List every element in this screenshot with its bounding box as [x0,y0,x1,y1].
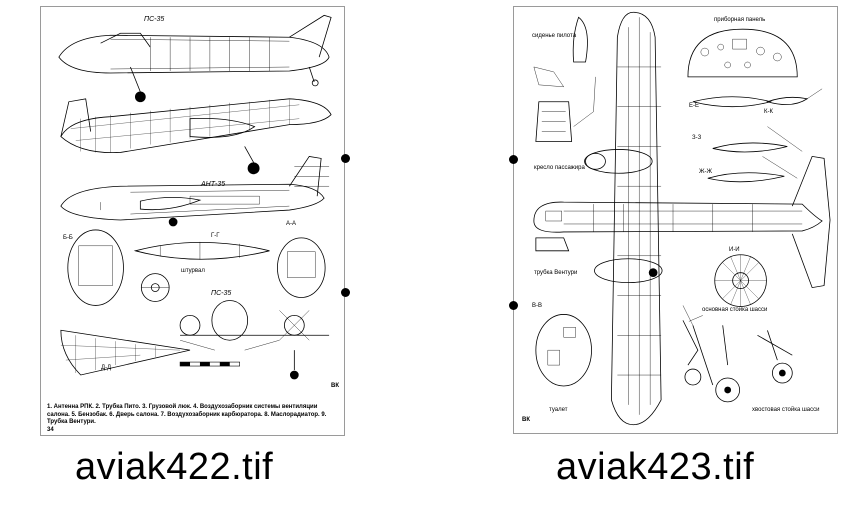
technical-drawing-plan-view [533,11,831,426]
main-gear-drawing [682,305,741,403]
label-section-kk: К-К [764,109,773,115]
section-ee-drawing [692,96,772,108]
label-section-aa: А-А [286,221,297,227]
label-passenger-seat: кресло пассажира [534,165,585,171]
section-bb [67,229,124,306]
section-aa [277,237,326,298]
engine-nacelle-right [594,258,663,284]
venturi-tube-drawing [535,237,570,252]
binder-hole [341,154,350,163]
section-gg [133,241,270,260]
label-toilet: туалет [549,407,568,413]
instrument-panel-drawing [687,28,798,78]
label-section-ee: Е-Е [689,103,700,109]
technical-drawing-ps35 [58,14,332,380]
gear-detail-drawing [682,320,702,386]
label-section-zhzh: Ж-Ж [699,169,713,175]
aircraft-side-view-structure [60,98,332,154]
filename-label-left[interactable]: aviak422.tif [75,446,274,488]
label-ant35: АНТ-35 [201,181,226,188]
binder-hole [341,288,350,297]
label-venturi-tube: трубка Вентури [534,270,578,276]
label-main-gear: основная стойка шасси [702,307,768,313]
passenger-seat-drawing [535,76,596,142]
label-section-dd: Д-Д [101,365,112,371]
label-pilot-seat: сиденье пилота [532,33,577,39]
label-instrument-panel: приборная панель [714,17,766,23]
label-shturval: штурвал [181,268,205,274]
label-ps35-top: ПС-35 [144,16,165,23]
binder-hole [509,155,518,164]
label-section-vv: В-В [532,303,543,309]
label-section-gg: Г-Г [211,233,220,239]
tail-gear-drawing [757,330,793,384]
thumbnail-aviak423[interactable]: сиденье пилота приборная панель Е-Е К-К … [513,6,838,434]
pilot-seat-drawing [533,16,588,88]
engine-nacelle-left [584,149,653,174]
section-zz-drawing [712,126,803,153]
label-ps35-bottom: ПС-35 [211,290,232,297]
label-section-iii: И-И [729,247,740,253]
scale-bar [179,361,240,367]
binder-hole [509,301,518,310]
signature-vk: ВК [331,383,339,389]
signature-vk: ВК [522,417,530,423]
section-dd [60,329,191,376]
aircraft-side-view-top [58,14,332,103]
aircraft-side-view-ant35 [60,155,325,227]
aircraft-plan-view [533,11,831,426]
section-kk-drawing [766,88,823,105]
label-tail-gear: хвостовая стойка шасси [752,407,820,413]
label-section-bb: Б-Б [63,235,73,241]
filename-label-right[interactable]: aviak423.tif [556,446,755,488]
thumbnail-aviak422[interactable]: ПС-35 АНТ-35 Б-Б Г-Г А-А штурвал ПС-35 Д… [40,6,345,436]
control-wheel [140,273,170,302]
toilet-drawing [535,314,592,387]
aircraft-front-view [179,300,330,380]
page-number: 34 [47,427,54,433]
label-section-zz: З-З [692,135,702,141]
section-zhzh-drawing [707,156,798,183]
legend-caption: 1. Антенна РПК. 2. Трубка Пито. 3. Грузо… [47,404,327,425]
